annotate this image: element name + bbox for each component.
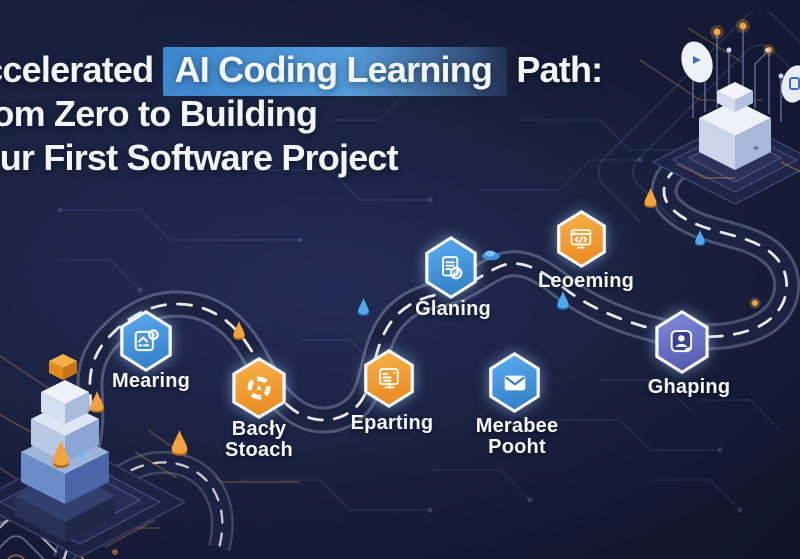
hexagon-badge — [364, 349, 414, 408]
page-title: Accelerated AI Coding Learning Path: Fro… — [0, 47, 603, 180]
circuit-trace-lines — [60, 89, 781, 511]
hexagon-badge — [655, 310, 709, 374]
oval-badge-icon — [681, 41, 713, 83]
traffic-cone-icon — [53, 440, 69, 468]
hexagon-badge — [425, 236, 477, 299]
milestone-eparting — [362, 349, 416, 408]
milestone-label: Glaning — [415, 298, 491, 320]
blue-car-icon — [482, 250, 500, 261]
traffic-cone-icon — [171, 430, 188, 456]
blue-drop-icon — [695, 230, 705, 246]
envelope-icon — [504, 375, 525, 390]
contact-shield-icon — [670, 330, 693, 353]
document-check-icon — [442, 255, 463, 279]
blue-drop-icon — [358, 298, 369, 316]
winding-road — [0, 135, 800, 525]
traffic-cone-icon — [644, 188, 657, 208]
orange-dot-icon — [749, 297, 761, 309]
title-line-3: Your First Software Project — [0, 137, 399, 178]
title-line-2: From Zero to Building — [0, 93, 318, 134]
hexagon-badge — [120, 310, 172, 372]
road-dashed-centerline — [0, 147, 789, 513]
milestone-glaning — [423, 236, 479, 299]
hexagon-badge — [557, 210, 606, 268]
photo-card-icon — [134, 329, 159, 352]
milestone-label: Ghaping — [647, 376, 731, 398]
milestone-label: Eparting — [350, 412, 434, 434]
cube-tower-illustration — [0, 354, 185, 558]
blue-drop-icon — [557, 291, 569, 310]
orange-cube-icon — [49, 354, 77, 380]
milestone-bacly-stoach — [230, 357, 288, 419]
traffic-cone-icon — [233, 321, 245, 340]
title-line-1: Accelerated AI Coding Learning Path: — [0, 47, 603, 96]
hexagon-badge — [232, 357, 286, 419]
milestone-label: Leoeming — [537, 270, 635, 292]
milestone-ghaping — [653, 310, 711, 374]
milestone-mearing — [118, 310, 174, 372]
circuit-chip-illustration — [597, 12, 800, 222]
title-line1-pre: Accelerated — [0, 49, 154, 90]
terminal-window-icon — [378, 368, 399, 389]
milestone-merabee-pooht — [487, 352, 542, 413]
title-line1-post: Path: — [516, 49, 603, 90]
code-window-icon — [570, 228, 592, 248]
title-highlight: AI Coding Learning — [162, 47, 508, 96]
milestone-leoeming — [555, 210, 608, 268]
milestone-label: Mearing — [111, 370, 191, 392]
traffic-cone-icon — [90, 391, 104, 413]
hexagon-badge — [489, 352, 540, 413]
lifebuoy-icon — [247, 376, 271, 400]
oval-badge-icon — [781, 65, 800, 103]
